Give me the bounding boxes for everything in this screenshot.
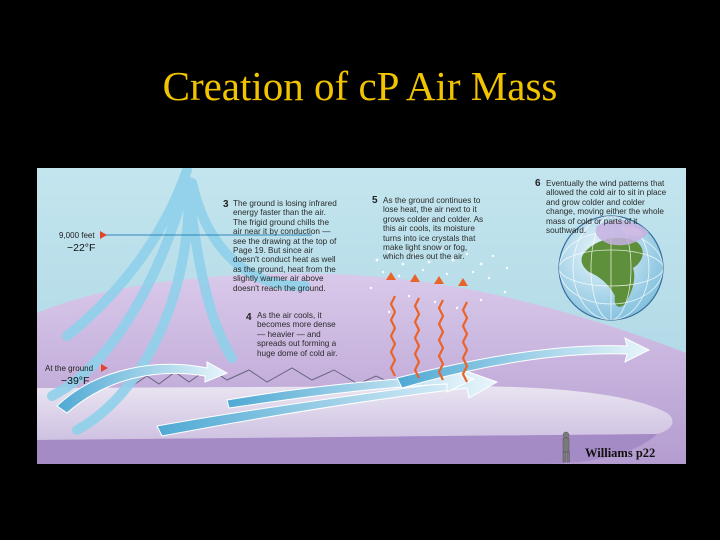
step-4-line: huge dome of cold air. xyxy=(257,348,338,358)
step-5-number: 5 xyxy=(372,195,378,206)
step-6-line: mass of cold or parts of it xyxy=(546,216,638,226)
altitude-marker xyxy=(100,231,107,239)
step-6-line: and grow colder and colder xyxy=(546,197,645,207)
step-3-line: see the drawing at the top of xyxy=(233,236,337,246)
step-3-line: as the ground, heat from the xyxy=(233,264,336,274)
step-4-caption: As the air cools, it becomes more dense … xyxy=(257,311,338,358)
step-3-line: Page 19. But since air xyxy=(233,246,314,256)
step-3-line: slightly warmer air above xyxy=(233,274,324,284)
step-5-line: As the ground continues to xyxy=(383,196,481,205)
step-4-line: As the air cools, it xyxy=(257,311,322,320)
step-6-line: change, moving either the whole xyxy=(546,207,664,217)
step-5-line: lose heat, the air next to it xyxy=(383,205,477,215)
step-3-line: air near it by conduction — xyxy=(233,227,331,237)
step-5-line: turns into ice crystals that xyxy=(383,233,476,243)
step-4-line: — heavier — and xyxy=(257,329,321,339)
step-4-number: 4 xyxy=(246,312,252,323)
step-3-line: energy faster than the air. xyxy=(233,208,326,218)
step-4-line: spreads out forming a xyxy=(257,339,337,349)
step-5-line: this air cools, its moisture xyxy=(383,224,475,234)
step-6-line: allowed the cold air to sit in place xyxy=(546,188,667,198)
step-6-caption: Eventually the wind patterns that allowe… xyxy=(546,179,666,235)
step-3-line: doesn't reach the ground. xyxy=(233,283,326,293)
slide-title: Creation of cP Air Mass xyxy=(162,63,558,109)
step-6-number: 6 xyxy=(535,178,541,189)
source-credit: Williams p22 xyxy=(585,446,656,460)
step-5-line: which dries out the air. xyxy=(383,252,465,262)
step-3-line: The ground is losing infrared xyxy=(233,199,337,208)
step-6-line: southward. xyxy=(546,226,587,236)
altitude-label: 9,000 feet xyxy=(59,231,95,240)
ground-label: At the ground xyxy=(45,364,94,373)
step-3-line: doesn't conduct heat as well xyxy=(233,255,336,265)
cp-air-mass-illustration: 9,000 feet −22°F At the ground −39°F 3 T… xyxy=(37,165,686,464)
step-3-line: The frigid ground chills the xyxy=(233,217,330,227)
step-3-number: 3 xyxy=(223,199,229,210)
step-5-caption: As the ground continues to lose heat, th… xyxy=(383,196,483,262)
step-6-line: Eventually the wind patterns that xyxy=(546,179,665,188)
step-4-line: becomes more dense xyxy=(257,320,336,330)
step-5-line: make light snow or fog, xyxy=(383,243,468,253)
illustration-artwork xyxy=(37,165,686,464)
ground-marker xyxy=(101,364,108,372)
step-5-line: grows colder and colder. As xyxy=(383,214,484,224)
altitude-temperature: −22°F xyxy=(67,242,96,254)
ground-temperature: −39°F xyxy=(61,375,90,387)
step-3-caption: The ground is losing infrared energy fas… xyxy=(233,199,337,293)
